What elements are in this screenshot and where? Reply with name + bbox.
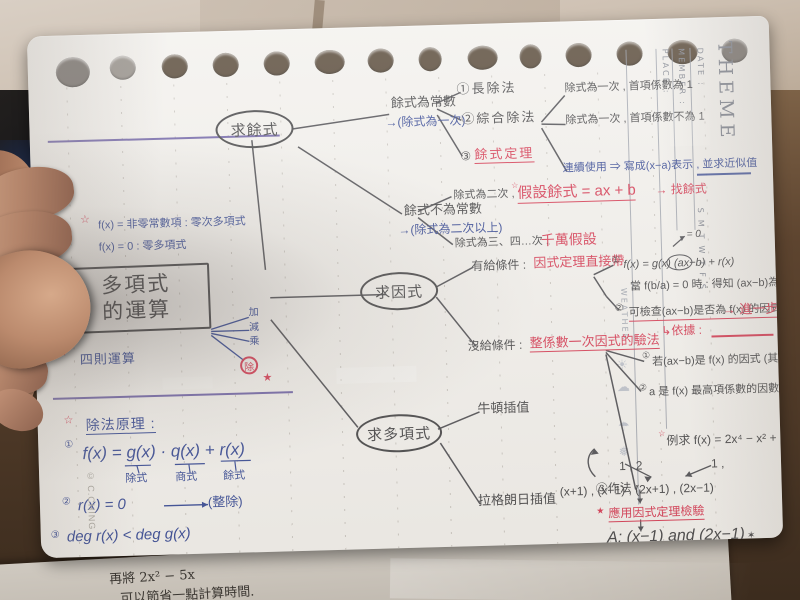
punch-hole	[263, 51, 291, 76]
degree-note-2: f(x) = 0 : 零多項式	[98, 239, 187, 254]
example-left-divisors: 1 , 2	[618, 458, 643, 474]
division-principle-num-3: ③	[50, 529, 60, 541]
remainder-case-nonconstant-sub: →(除式為二次以上)	[398, 220, 503, 238]
four-ops-item-sub: 減	[248, 322, 260, 334]
polynomial-method-2: 拉格朗日插值	[477, 490, 557, 509]
paper-reflection	[669, 113, 711, 147]
remainder-method-2: ②綜合除法	[461, 109, 537, 127]
punch-hole	[212, 52, 240, 78]
four-ops-label: 四則運算	[79, 350, 137, 368]
remainder-case-nonconstant-title: 餘式不為常數	[403, 200, 483, 218]
four-ops-item-add: 加	[248, 307, 259, 319]
four-ops-item-mul: 乘	[249, 336, 260, 348]
star-icon: ★	[596, 506, 605, 517]
factor-given-step-1-num: ①	[611, 254, 621, 267]
factor-notgiven-step-2-num: ②	[638, 382, 648, 393]
remainder-case-constant-sub: →(除式為一次)	[385, 113, 466, 130]
header-member-label: MEMBER :	[676, 48, 688, 107]
notebook-sheet: THEME DATE : MEMBER : PLACE : SMTWTFS WE…	[26, 15, 784, 559]
remainder-method-3: 餘式定理	[474, 145, 535, 164]
punch-hole	[519, 44, 542, 69]
star-icon: ☆	[658, 428, 666, 438]
division-principle-num-1: ①	[64, 439, 74, 451]
watermark: © C.CHING	[85, 470, 98, 531]
snow-icon: ❅	[618, 444, 630, 461]
factor-notgiven-step-1-num: ①	[641, 350, 651, 361]
sun-icon: ☀	[616, 357, 629, 374]
star-icon: ☆	[79, 212, 91, 227]
punch-hole	[616, 41, 643, 66]
center-node-line2: 的運算	[101, 298, 172, 324]
example-verify: 應用因式定理檢驗	[608, 503, 705, 522]
header-date-label: DATE :	[695, 47, 706, 88]
factor-given-step-2-arrow: → 進一步推出 f(x)	[722, 299, 784, 318]
punch-hole	[161, 53, 189, 79]
header-theme-label: THEME	[713, 40, 739, 143]
division-principle-formula-3: deg r(x) < deg g(x)	[66, 525, 191, 546]
cloud-icon: ☁	[616, 379, 631, 396]
factor-given-step-1-annot: = 0	[686, 228, 701, 241]
division-principle-sublabel-2: 餘式	[223, 469, 246, 483]
example-right-divisors: 1 ,	[710, 456, 725, 471]
star-icon: ☆	[63, 413, 74, 427]
nonconstant-note-1-action: 假設餘式 = ax + b	[517, 181, 637, 204]
division-principle-sublabel-1: 商式	[175, 470, 198, 484]
remainder-case-constant-title: 餘式為常數	[390, 93, 457, 111]
punch-hole	[314, 49, 346, 75]
remainder-method-3-num: ③	[460, 149, 472, 164]
division-principle-sublabel-0: 除式	[125, 472, 148, 485]
remainder-method-1: ①長除法	[456, 79, 517, 97]
factor-notgiven-label: 沒給條件 :	[467, 337, 523, 354]
punch-hole	[418, 46, 442, 72]
division-principle-num-2: ②	[61, 496, 71, 508]
polynomial-method-1: 牛頓插值	[477, 399, 530, 417]
paper-reflection	[336, 365, 417, 384]
nonconstant-note-1-cond: 除式為二次 ,	[453, 187, 515, 202]
punch-hole	[467, 45, 498, 71]
factor-given-step-2-sub: ↳依據 :	[661, 322, 703, 338]
punch-hole	[55, 56, 91, 88]
punch-hole	[367, 48, 394, 73]
rain-icon: ☂	[617, 419, 630, 436]
factor-given-step-2-num: ②	[614, 302, 624, 315]
division-principle-title: 除法原理 :	[85, 415, 156, 435]
star-icon: ★	[262, 370, 273, 385]
nonconstant-note-2-action: 千萬假設	[540, 230, 597, 249]
center-node-line1: 多項式	[100, 271, 171, 298]
factor-given-label: 有給條件 :	[471, 257, 527, 274]
division-principle-arrow-2: (整除)	[207, 493, 243, 510]
paper-reflection	[162, 376, 213, 390]
nonconstant-note-1-arrow: → 找餘式	[655, 181, 707, 197]
textbook-sheen	[389, 558, 751, 600]
punch-hole	[565, 42, 592, 68]
punch-hole	[109, 55, 137, 81]
